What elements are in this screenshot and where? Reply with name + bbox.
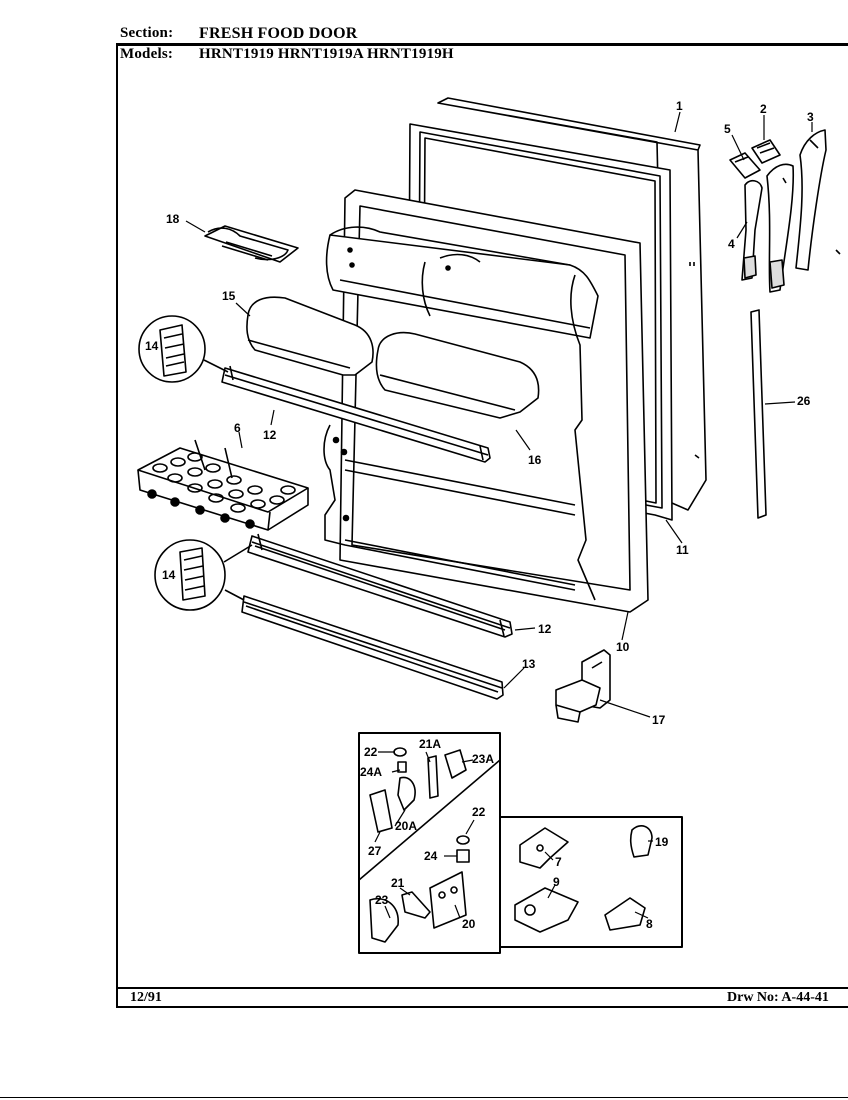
- callout-10: 10: [616, 640, 630, 654]
- callout-19: 19: [655, 835, 669, 849]
- callout-12-upper: 12: [263, 428, 277, 442]
- callout-24: 24: [424, 849, 438, 863]
- callout-8: 8: [646, 917, 653, 931]
- callout-22-lower: 22: [472, 805, 486, 819]
- callout-15: 15: [222, 289, 236, 303]
- callout-17: 17: [652, 713, 666, 727]
- callout-1: 1: [676, 99, 683, 113]
- hinge-cover-bottom: [766, 163, 795, 293]
- hinge-plate: [751, 139, 781, 164]
- door-bar: [241, 595, 504, 700]
- section-title: FRESH FOOD DOOR: [199, 25, 358, 42]
- callout-14-lower: 14: [162, 568, 176, 582]
- rail-end-cap-detail-upper: [138, 315, 229, 383]
- hinge-link: [741, 179, 763, 281]
- hinge-shim: [729, 152, 761, 179]
- door-outer-panel: [437, 97, 707, 511]
- callout-6: 6: [234, 421, 241, 435]
- callout-20a: 20A: [395, 819, 417, 833]
- shelf-rail-upper: [221, 365, 491, 463]
- callout-20: 20: [462, 917, 476, 931]
- callout-14-upper: 14: [145, 339, 159, 353]
- callout-2: 2: [760, 102, 767, 116]
- callout-13: 13: [522, 657, 536, 671]
- callout-27: 27: [368, 844, 382, 858]
- callout-22-upper: 22: [364, 745, 378, 759]
- callout-26: 26: [797, 394, 811, 408]
- callout-23: 23: [375, 893, 389, 907]
- rail-end-cap-detail-lower: [154, 539, 253, 611]
- trim-strip: [750, 309, 767, 519]
- liner-interior: [323, 226, 599, 601]
- handle-bracket: [555, 649, 611, 723]
- page-bottom-rule: [0, 1097, 848, 1098]
- callout-7: 7: [555, 855, 562, 869]
- footer-date: 12/91: [130, 990, 162, 1005]
- section-label: Section:: [120, 25, 174, 41]
- footer-rule: [116, 987, 848, 989]
- callout-21: 21: [391, 876, 405, 890]
- callout-21a: 21A: [419, 737, 441, 751]
- callout-24a: 24A: [360, 765, 382, 779]
- drawing-frame: [116, 44, 848, 1008]
- callout-23a: 23A: [472, 752, 494, 766]
- models-list: HRNT1919 HRNT1919A HRNT1919H: [199, 46, 454, 62]
- hinge-cover-top: [795, 129, 827, 271]
- hinge-shim-inset: [499, 816, 683, 948]
- callout-12-lower: 12: [538, 622, 552, 636]
- callout-3: 3: [807, 110, 814, 124]
- callout-11: 11: [676, 543, 689, 557]
- callout-9: 9: [553, 875, 560, 889]
- models-label: Models:: [120, 46, 174, 62]
- egg-tray: [137, 439, 309, 531]
- butter-dish: [204, 225, 299, 263]
- dairy-door-right: [375, 331, 540, 419]
- shelf-rail-lower: [247, 533, 513, 638]
- dairy-door-left: [246, 296, 374, 376]
- callout-5: 5: [724, 122, 731, 136]
- callout-18: 18: [166, 212, 180, 226]
- callout-16: 16: [528, 453, 542, 467]
- callout-4: 4: [728, 237, 735, 251]
- drawing-number: Drw No: A-44-41: [727, 990, 829, 1005]
